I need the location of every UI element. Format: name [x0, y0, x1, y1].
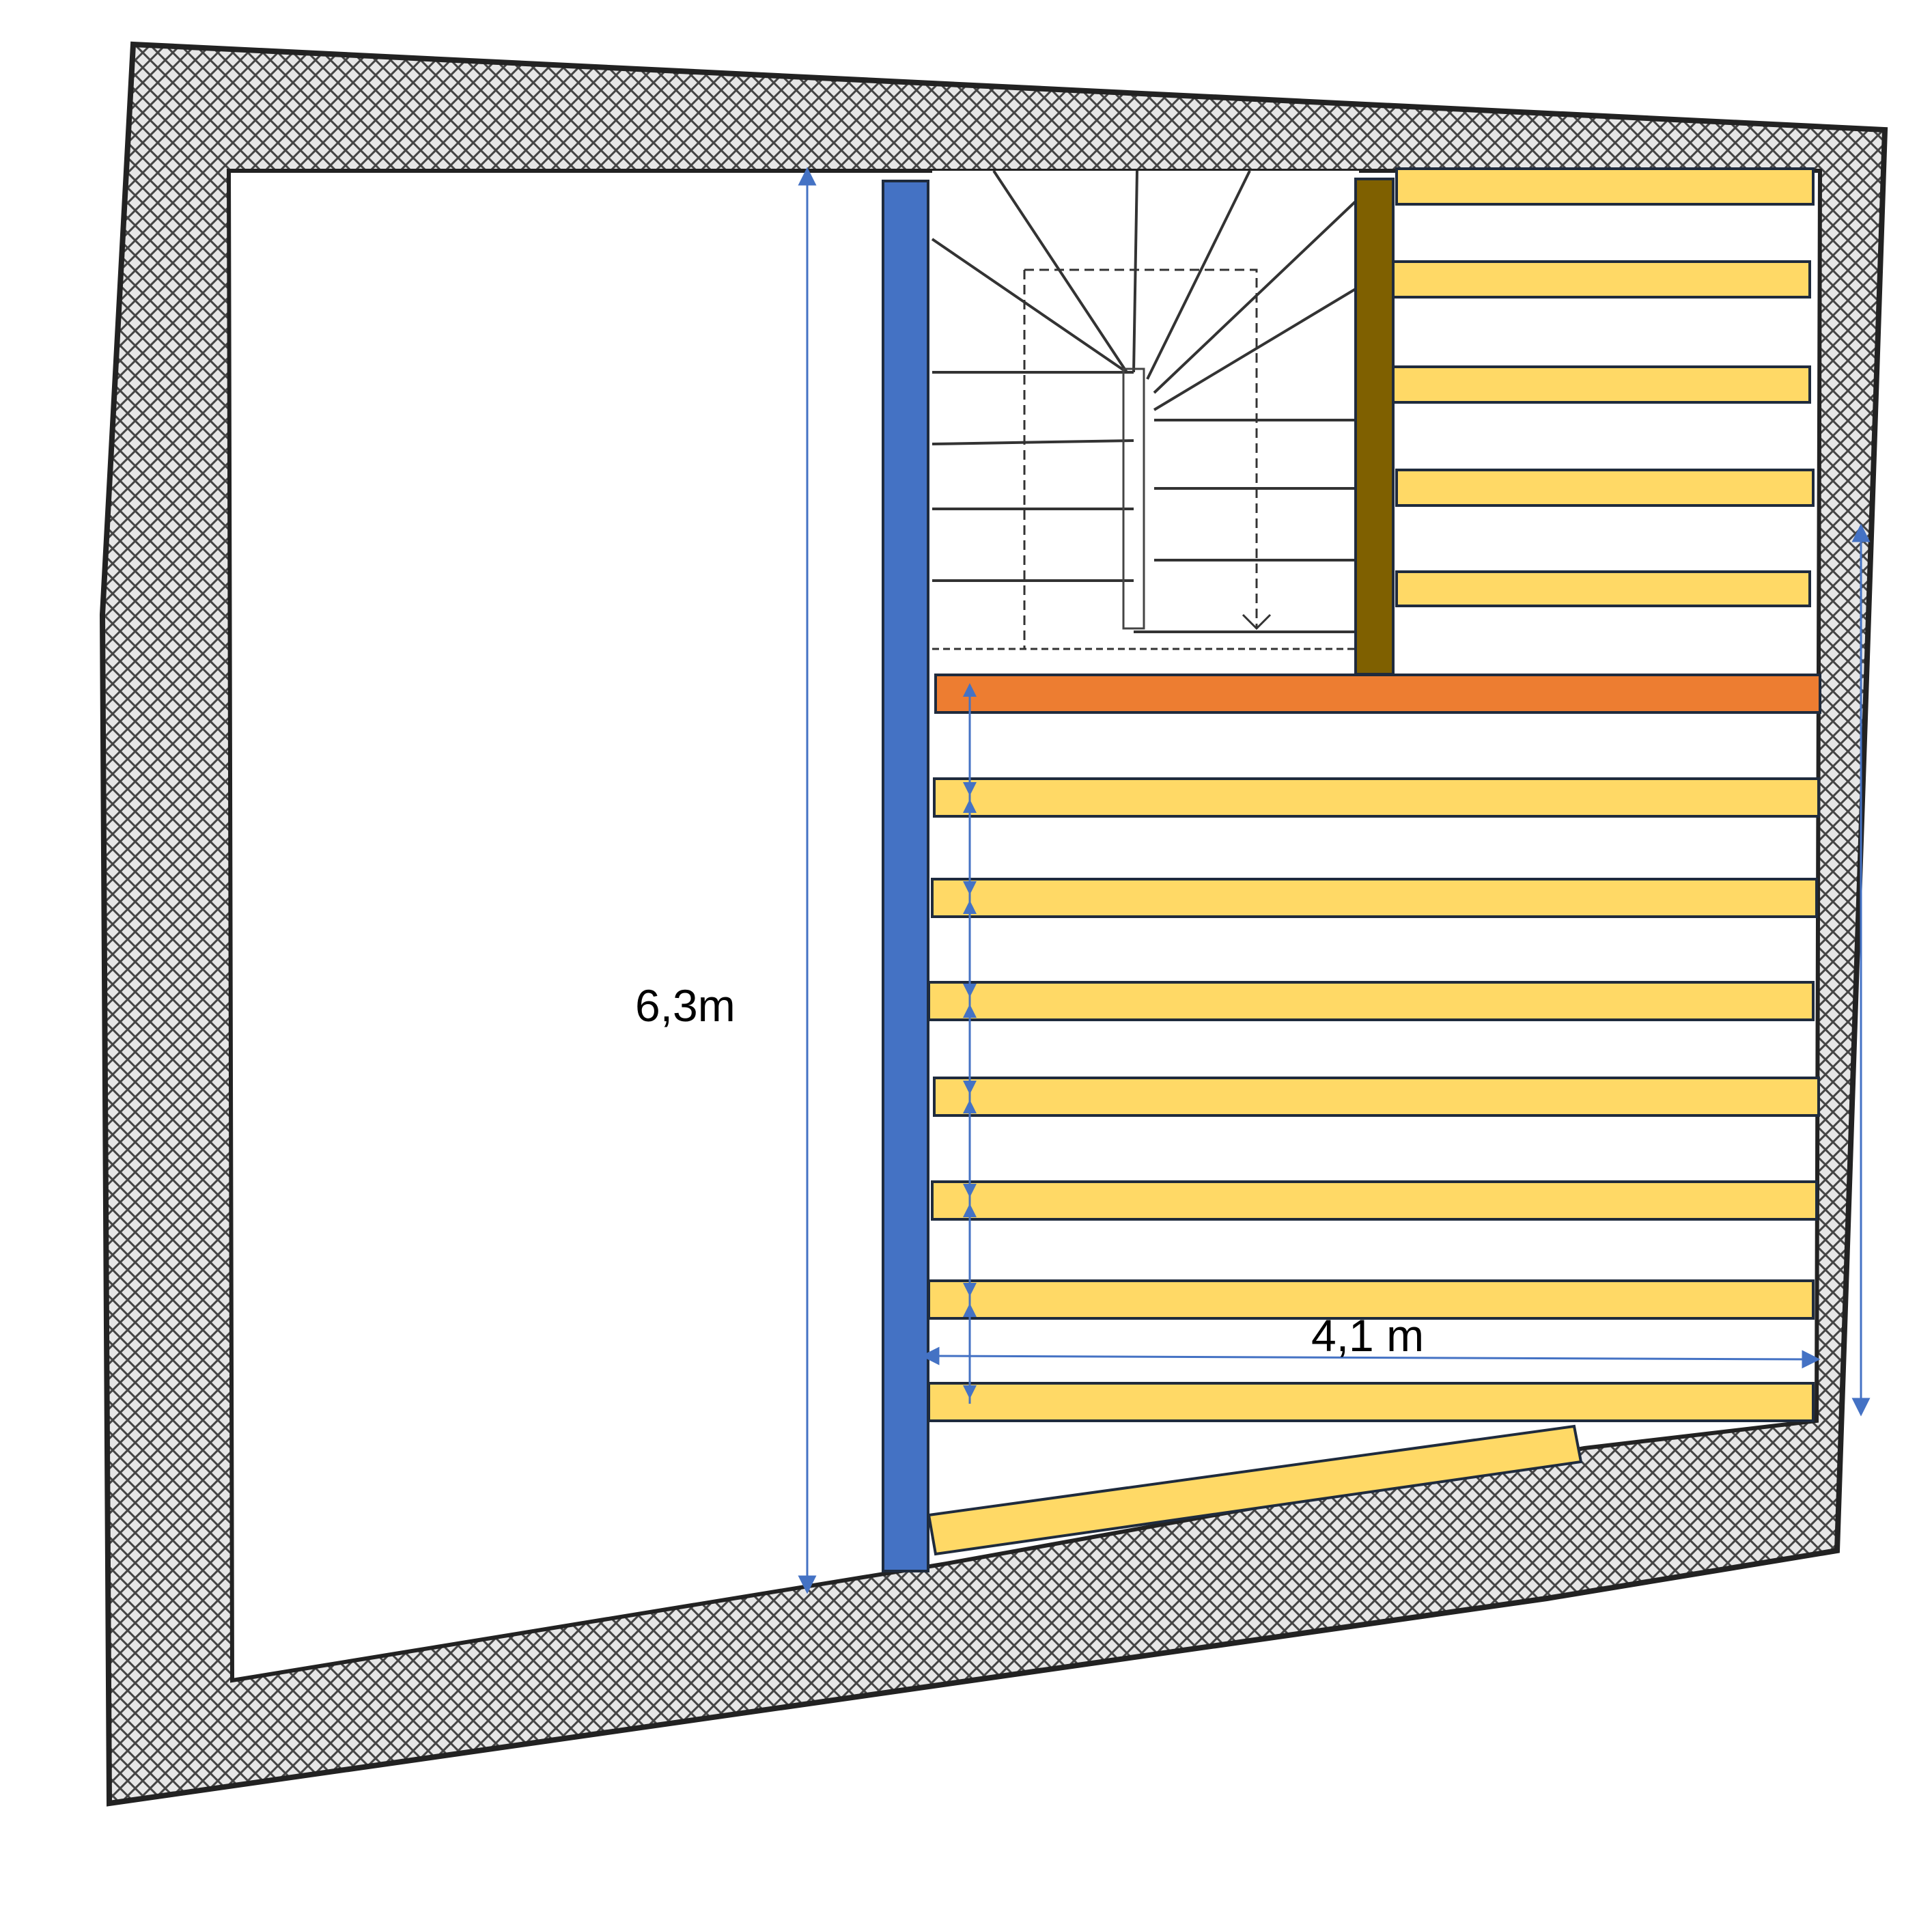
- dimension-lines: [798, 167, 1871, 1594]
- joist: [1395, 469, 1815, 507]
- orange-beam: [934, 674, 1821, 714]
- lower-joists: [927, 777, 1820, 1422]
- width-dimension: [921, 1346, 1821, 1369]
- angled-joist: [927, 1424, 1583, 1556]
- joist: [933, 777, 1820, 818]
- joist: [927, 1279, 1815, 1320]
- joist: [1392, 260, 1811, 299]
- brown-beam: [1354, 178, 1395, 676]
- blue-beam: [882, 180, 929, 1572]
- joist: [931, 1180, 1818, 1221]
- joist: [931, 878, 1818, 918]
- joist: [927, 1382, 1815, 1422]
- joist: [933, 1077, 1820, 1117]
- joist: [1392, 365, 1811, 404]
- upper-joists: [1392, 167, 1815, 607]
- height-label: 6,3m: [635, 980, 736, 1031]
- spacing-ticks: [963, 683, 977, 1399]
- joist: [927, 981, 1815, 1021]
- spiral-stair: [931, 169, 1360, 676]
- width-label: 4,1 m: [1311, 1310, 1424, 1361]
- joist: [1395, 570, 1811, 607]
- joist: [1395, 167, 1815, 206]
